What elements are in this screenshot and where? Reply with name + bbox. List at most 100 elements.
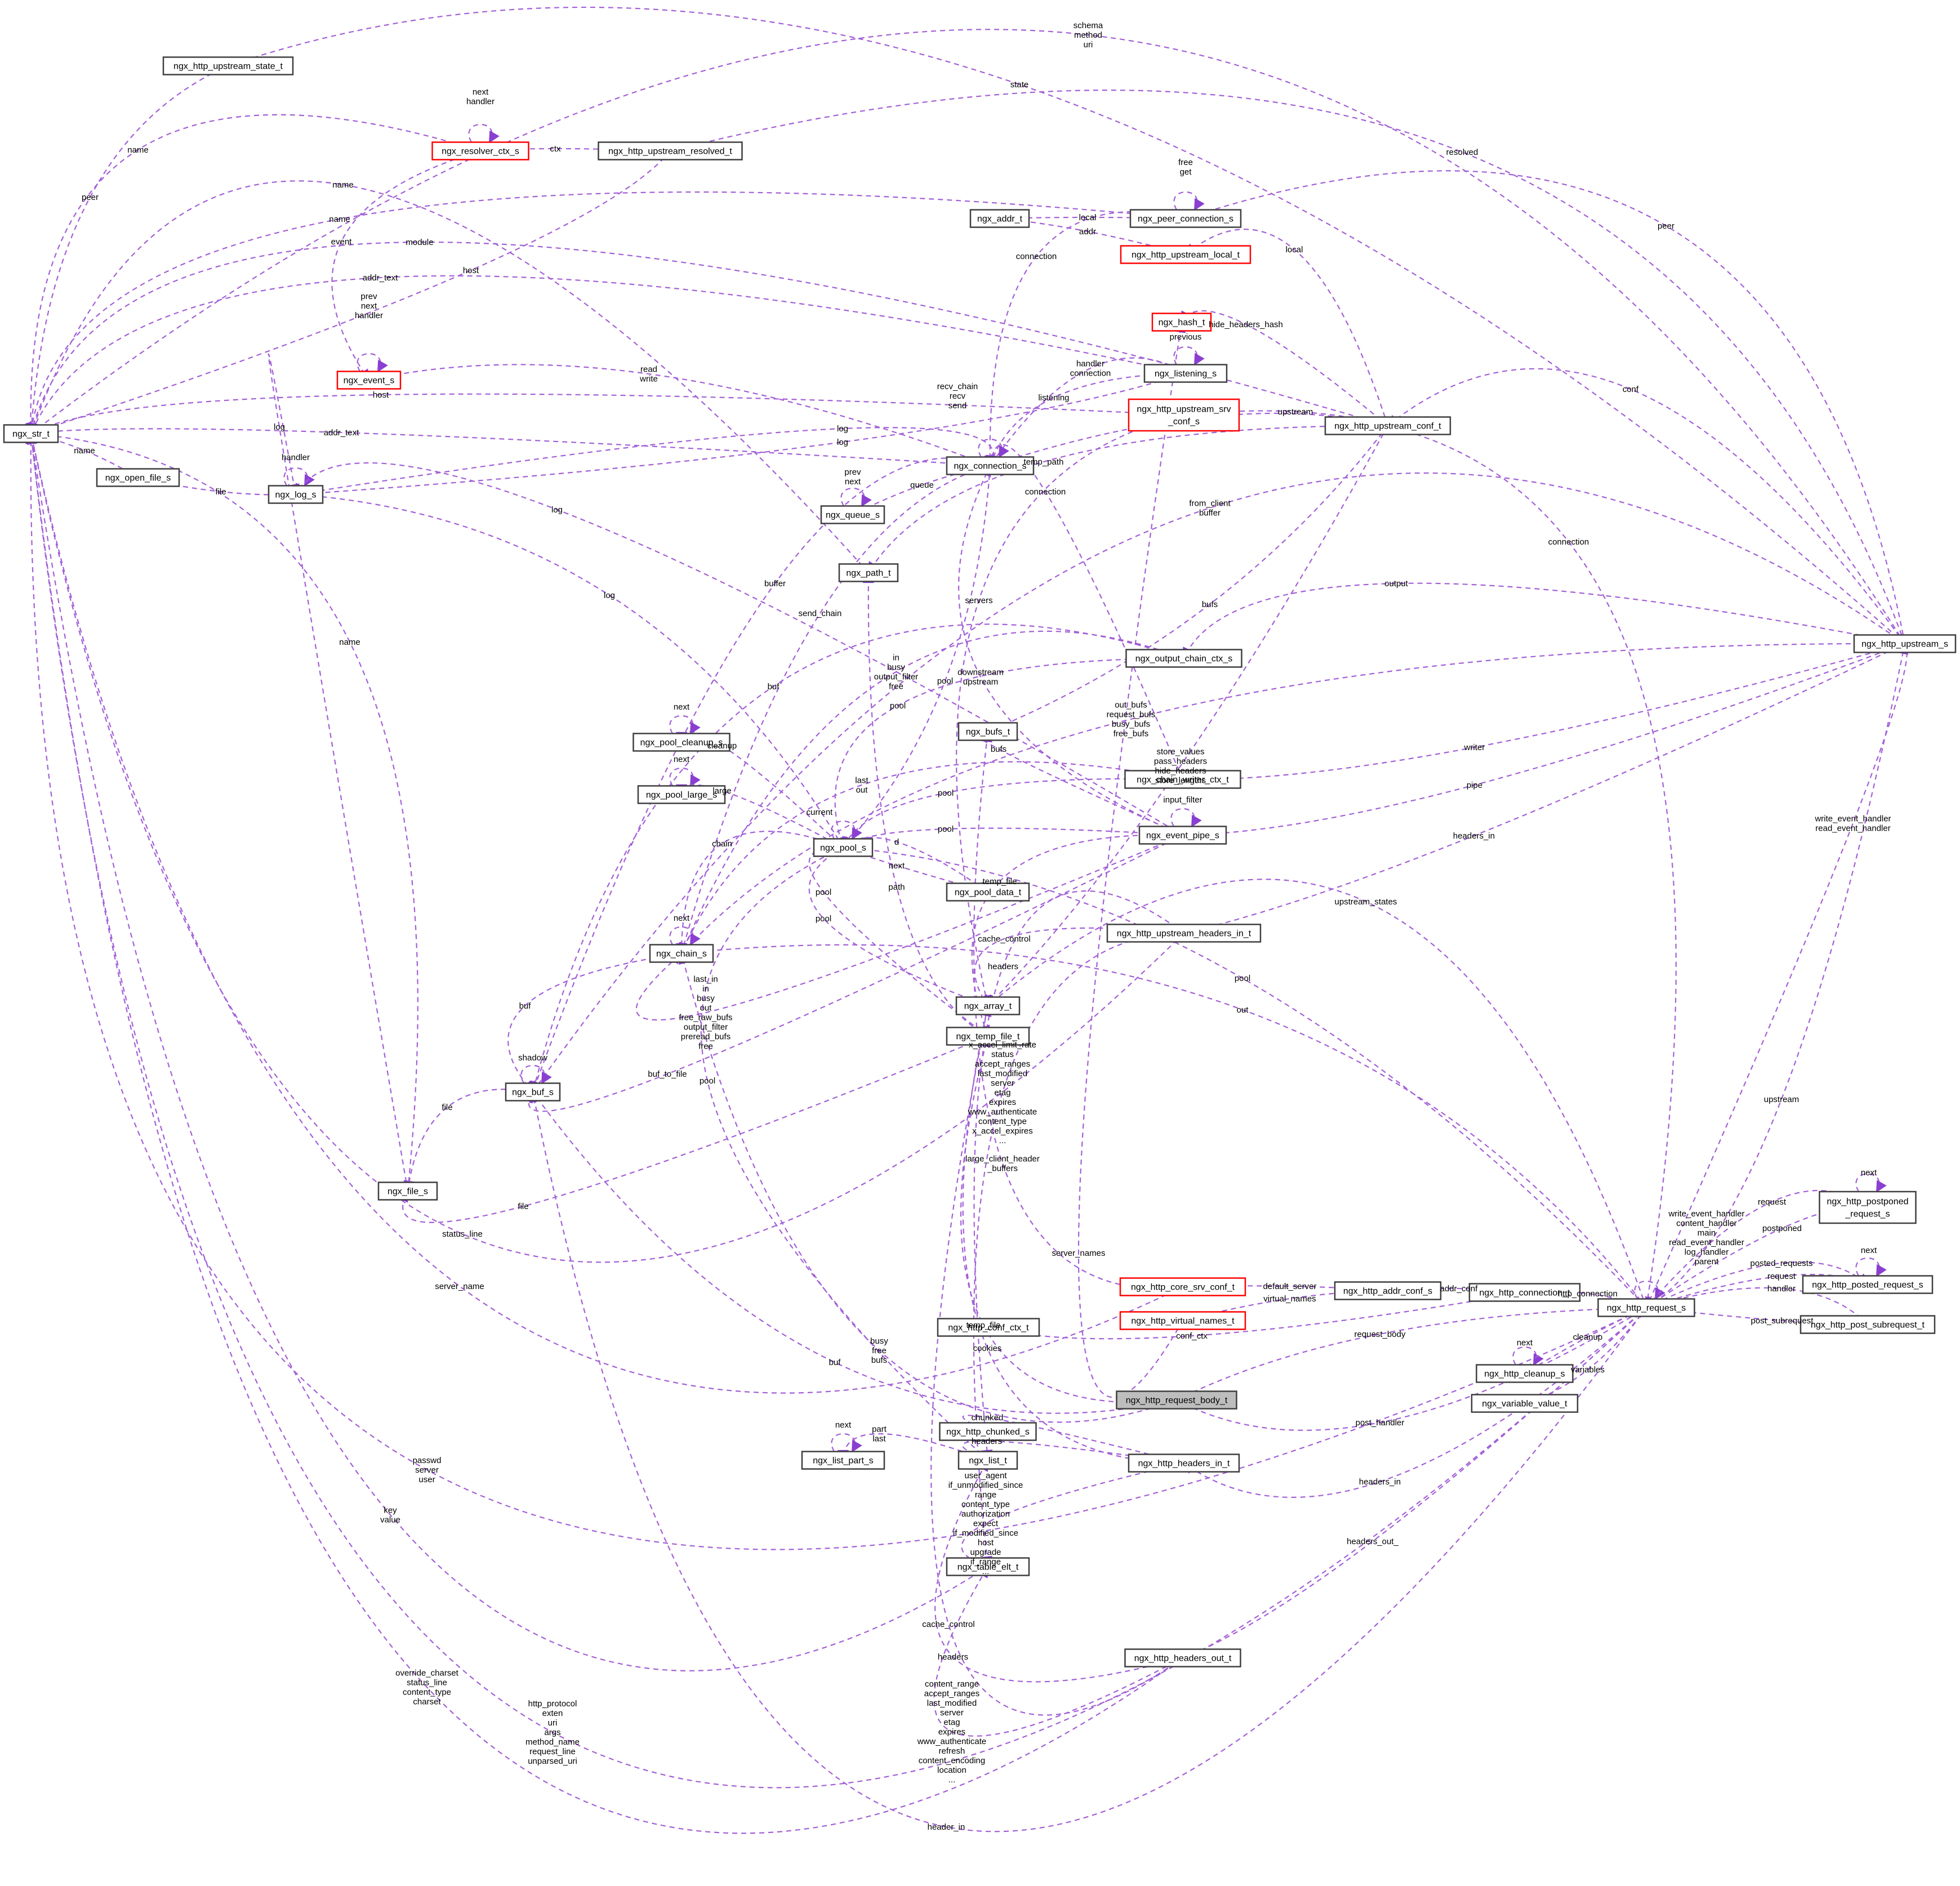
node-ngx_http_upstream_resolved_t[interactable]: ngx_http_upstream_resolved_t (598, 141, 743, 160)
node-ngx_file_s[interactable]: ngx_file_s (377, 1181, 438, 1201)
node-box[interactable] (649, 944, 714, 963)
node-box[interactable] (957, 722, 1018, 741)
node-box[interactable] (3, 424, 59, 443)
node-ngx_listening_s[interactable]: ngx_listening_s (1143, 364, 1228, 383)
node-ngx_connection_s[interactable]: ngx_connection_s (946, 456, 1035, 475)
node-box[interactable] (1128, 398, 1240, 432)
node-box[interactable] (96, 468, 180, 487)
node-ngx_addr_t[interactable]: ngx_addr_t (969, 209, 1030, 228)
node-ngx_event_pipe_s[interactable]: ngx_event_pipe_s (1138, 826, 1227, 845)
node-ngx_buf_s[interactable]: ngx_buf_s (505, 1082, 561, 1102)
node-box[interactable] (1116, 1390, 1237, 1410)
node-ngx_http_chunked_s[interactable]: ngx_http_chunked_s (939, 1422, 1037, 1441)
node-ngx_list_t[interactable]: ngx_list_t (957, 1451, 1018, 1470)
node-box[interactable] (813, 838, 874, 857)
node-ngx_http_conf_ctx_t[interactable]: ngx_http_conf_ctx_t (937, 1318, 1040, 1337)
node-ngx_http_headers_in_t[interactable]: ngx_http_headers_in_t (1128, 1453, 1240, 1473)
node-box[interactable] (1802, 1275, 1934, 1294)
node-ngx_http_addr_conf_s[interactable]: ngx_http_addr_conf_s (1334, 1281, 1442, 1300)
node-ngx_pool_data_t[interactable]: ngx_pool_data_t (946, 882, 1030, 902)
node-ngx_http_core_srv_conf_t[interactable]: ngx_http_core_srv_conf_t (1119, 1277, 1246, 1296)
node-box[interactable] (1334, 1281, 1442, 1300)
node-ngx_pool_s[interactable]: ngx_pool_s (813, 838, 874, 857)
node-ngx_chain_s[interactable]: ngx_chain_s (649, 944, 714, 963)
node-box[interactable] (957, 1451, 1018, 1470)
node-box[interactable] (1468, 1283, 1581, 1302)
node-ngx_log_s[interactable]: ngx_log_s (268, 485, 324, 504)
node-box[interactable] (1124, 1648, 1241, 1667)
node-box[interactable] (1799, 1315, 1936, 1334)
node-ngx_path_t[interactable]: ngx_path_t (838, 563, 899, 582)
node-box[interactable] (637, 785, 726, 804)
node-ngx_http_postponed_request_s[interactable]: ngx_http_postponed_request_s (1819, 1191, 1917, 1224)
node-ngx_http_request_s[interactable]: ngx_http_request_s (1597, 1298, 1695, 1317)
node-box[interactable] (1324, 416, 1451, 435)
node-box[interactable] (1106, 924, 1262, 943)
node-ngx_queue_s[interactable]: ngx_queue_s (820, 505, 885, 524)
node-box[interactable] (1129, 209, 1242, 228)
node-box[interactable] (946, 1557, 1030, 1576)
node-ngx_http_connection_t[interactable]: ngx_http_connection_t (1468, 1283, 1581, 1302)
node-ngx_peer_connection_s[interactable]: ngx_peer_connection_s (1129, 209, 1242, 228)
node-box[interactable] (1853, 634, 1957, 653)
node-ngx_http_upstream_state_t[interactable]: ngx_http_upstream_state_t (162, 56, 294, 75)
node-ngx_hash_t[interactable]: ngx_hash_t (1151, 313, 1212, 332)
node-box[interactable] (431, 141, 529, 160)
node-box[interactable] (598, 141, 743, 160)
node-ngx_open_file_s[interactable]: ngx_open_file_s (96, 468, 180, 487)
node-box[interactable] (1120, 245, 1251, 264)
node-ngx_output_chain_ctx_s[interactable]: ngx_output_chain_ctx_s (1125, 649, 1242, 668)
node-box[interactable] (1138, 826, 1227, 845)
node-ngx_http_virtual_names_t[interactable]: ngx_http_virtual_names_t (1119, 1311, 1246, 1330)
node-ngx_http_upstream_headers_in_t[interactable]: ngx_http_upstream_headers_in_t (1106, 924, 1262, 943)
node-ngx_resolver_ctx_s[interactable]: ngx_resolver_ctx_s (431, 141, 529, 160)
node-box[interactable] (1143, 364, 1228, 383)
node-box[interactable] (1476, 1364, 1574, 1383)
node-box[interactable] (1597, 1298, 1695, 1317)
node-box[interactable] (838, 563, 899, 582)
node-box[interactable] (1124, 770, 1241, 789)
node-box[interactable] (955, 996, 1021, 1015)
node-ngx_pool_large_s[interactable]: ngx_pool_large_s (637, 785, 726, 804)
node-box[interactable] (937, 1318, 1040, 1337)
node-box[interactable] (1819, 1191, 1917, 1224)
node-box[interactable] (1471, 1394, 1579, 1413)
node-ngx_str_t[interactable]: ngx_str_t (3, 424, 59, 443)
node-box[interactable] (946, 882, 1030, 902)
node-ngx_http_posted_request_s[interactable]: ngx_http_posted_request_s (1802, 1275, 1934, 1294)
node-box[interactable] (632, 733, 730, 752)
node-ngx_http_post_subrequest_t[interactable]: ngx_http_post_subrequest_t (1799, 1315, 1936, 1334)
node-ngx_http_upstream_local_t[interactable]: ngx_http_upstream_local_t (1120, 245, 1251, 264)
node-ngx_temp_file_t[interactable]: ngx_temp_file_t (946, 1027, 1030, 1046)
node-box[interactable] (1119, 1277, 1246, 1296)
node-box[interactable] (1125, 649, 1242, 668)
node-box[interactable] (377, 1181, 438, 1201)
node-ngx_list_part_s[interactable]: ngx_list_part_s (801, 1451, 885, 1470)
node-ngx_http_upstream_conf_t[interactable]: ngx_http_upstream_conf_t (1324, 416, 1451, 435)
node-ngx_bufs_t[interactable]: ngx_bufs_t (957, 722, 1018, 741)
node-box[interactable] (1119, 1311, 1246, 1330)
node-box[interactable] (1151, 313, 1212, 332)
node-box[interactable] (268, 485, 324, 504)
node-box[interactable] (820, 505, 885, 524)
node-box[interactable] (946, 1027, 1030, 1046)
node-box[interactable] (939, 1422, 1037, 1441)
node-box[interactable] (801, 1451, 885, 1470)
node-ngx_pool_cleanup_s[interactable]: ngx_pool_cleanup_s (632, 733, 730, 752)
node-ngx_http_upstream_srv_conf_s[interactable]: ngx_http_upstream_srv_conf_s (1128, 398, 1240, 432)
node-box[interactable] (969, 209, 1030, 228)
node-ngx_chain_writer_ctx_t[interactable]: ngx_chain_writer_ctx_t (1124, 770, 1241, 789)
node-box[interactable] (946, 456, 1035, 475)
node-box[interactable] (1128, 1453, 1240, 1473)
node-ngx_http_upstream_s[interactable]: ngx_http_upstream_s (1853, 634, 1957, 653)
node-ngx_http_request_body_t[interactable]: ngx_http_request_body_t (1116, 1390, 1237, 1410)
node-ngx_http_headers_out_t[interactable]: ngx_http_headers_out_t (1124, 1648, 1241, 1667)
node-ngx_variable_value_t[interactable]: ngx_variable_value_t (1471, 1394, 1579, 1413)
node-ngx_table_elt_t[interactable]: ngx_table_elt_t (946, 1557, 1030, 1576)
node-ngx_event_s[interactable]: ngx_event_s (336, 371, 402, 390)
node-box[interactable] (505, 1082, 561, 1102)
node-box[interactable] (162, 56, 294, 75)
node-box[interactable] (336, 371, 402, 390)
node-ngx_array_t[interactable]: ngx_array_t (955, 996, 1021, 1015)
node-ngx_http_cleanup_s[interactable]: ngx_http_cleanup_s (1476, 1364, 1574, 1383)
